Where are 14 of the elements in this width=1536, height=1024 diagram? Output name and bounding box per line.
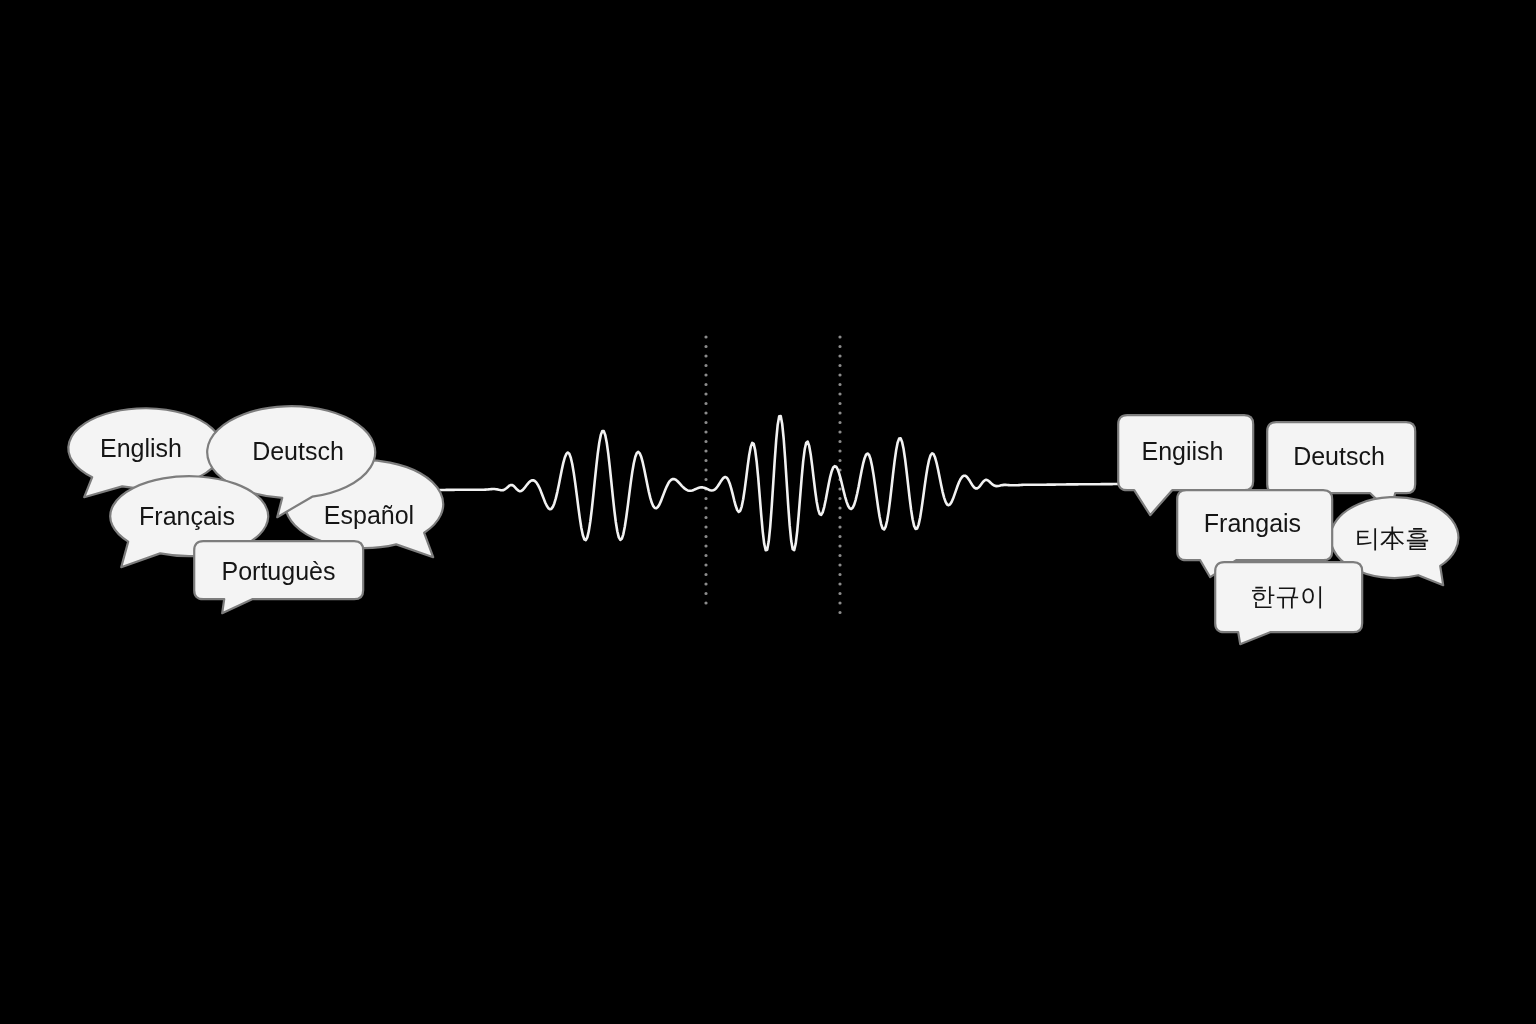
- language-label: 한규이: [1250, 581, 1325, 611]
- language-label: Portuguès: [221, 556, 336, 586]
- language-label: Engiish: [1141, 436, 1224, 467]
- language-label: English: [100, 433, 182, 463]
- language-label: 티本흘: [1355, 523, 1431, 554]
- speech-bubble: [1213, 560, 1364, 646]
- language-label: Deutsch: [1293, 441, 1385, 472]
- speech-bubble: [1175, 488, 1334, 579]
- language-label: Español: [323, 500, 415, 530]
- language-label: Frangais: [1203, 508, 1302, 538]
- language-label: Deutsch: [252, 436, 344, 466]
- speech-bubble: [192, 539, 365, 615]
- language-label: Français: [139, 501, 235, 531]
- waveform-line: [438, 414, 1118, 552]
